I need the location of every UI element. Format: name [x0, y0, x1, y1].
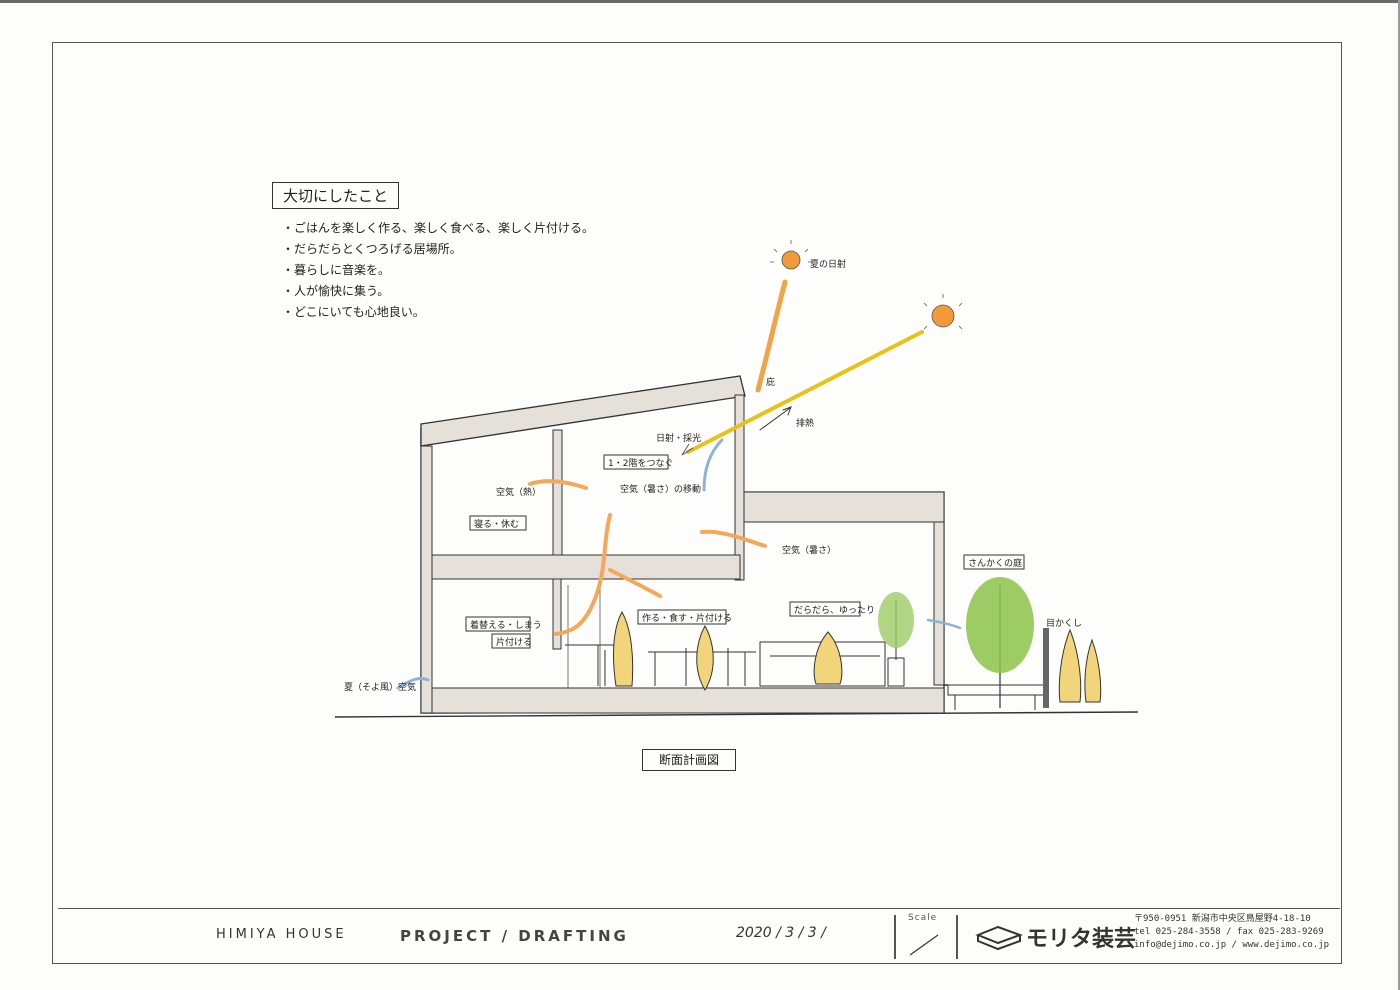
right-wall [933, 521, 945, 686]
sheet-top-edge [0, 0, 1400, 3]
concept-list: ごはんを楽しく作る、楽しく食べる、楽しく片付ける。 だらだらとくつろげる居場所。… [294, 218, 594, 323]
garden-bench [947, 684, 1045, 696]
upper-right-wall [734, 394, 745, 581]
label-relax: だらだら、ゆったり [794, 605, 875, 616]
divider [956, 915, 958, 959]
air-flow [396, 406, 962, 690]
sheet-right-edge [1398, 0, 1400, 990]
scale-label: Scale [908, 913, 938, 923]
second-floor-slab [431, 554, 741, 580]
screen-fence [1043, 628, 1049, 708]
label-exhaust: 排熱 [796, 417, 814, 429]
label-screen: 目かくし [1046, 618, 1082, 629]
drawing-frame [52, 42, 1342, 964]
people [613, 610, 1102, 703]
label-garden: さんかくの庭 [968, 557, 1022, 569]
label-stair-open: 1・2階をつなぐ [608, 458, 673, 469]
concept-item: 人が愉快に集う。 [294, 281, 594, 302]
concept-item: だらだらとくつろげる居場所。 [294, 239, 594, 260]
phone-line: tel 025-284-3558 / fax 025-283-9269 [1134, 927, 1324, 937]
label-eave: 庇 [766, 376, 775, 388]
upper-partition [552, 429, 563, 556]
label-sleep: 寝る・休む [474, 518, 519, 530]
tree-icon [966, 577, 1034, 673]
stair-lines [567, 585, 601, 688]
scale-slash-icon [909, 934, 939, 956]
suns [770, 240, 963, 330]
main-building [420, 375, 948, 714]
label-winter-sun: 日射・採光 [656, 432, 701, 444]
drawing-date: 2020 / 3 / 3 / [736, 925, 826, 941]
winter-sun-ray [686, 330, 924, 454]
concept-item: どこにいても心地良い。 [294, 302, 594, 323]
label-air-flow: 空気（暑さ）の移動 [620, 483, 701, 495]
section-title: 断面計画図 [642, 749, 736, 771]
sloped-roof [420, 375, 746, 447]
flat-roof [743, 491, 945, 523]
brand-name: モリタ装芸 [1026, 927, 1137, 952]
concept-title: 大切にしたこと [272, 182, 400, 209]
address-line: 〒950-0951 新潟市中央区鳥屋野4-18-10 [1134, 914, 1311, 924]
winter-sun-icon [931, 304, 955, 328]
label-air-top: 空気（熱） [496, 486, 541, 498]
company-address: 〒950-0951 新潟市中央区鳥屋野4-18-10 tel 025-284-3… [1134, 913, 1329, 952]
label-summer-breeze: 夏（そよ風）空気 [344, 681, 416, 693]
label-get-dressed: 着替える・しまう [470, 619, 542, 631]
summer-sun-ray [755, 279, 788, 393]
person-figure [1058, 628, 1082, 703]
concept-item: 暮らしに音楽を。 [294, 260, 594, 281]
title-block: HIMIYA HOUSE PROJECT / DRAFTING 2020 / 3… [58, 908, 1340, 965]
project-name: HIMIYA HOUSE [216, 927, 347, 942]
divider [894, 915, 896, 959]
ground-slab [431, 687, 945, 714]
left-wall [420, 445, 433, 714]
ray-arrowhead [681, 443, 694, 456]
plants [878, 577, 1049, 710]
person-figure [696, 624, 714, 691]
drafting-label: PROJECT / DRAFTING [400, 927, 629, 945]
label-tidy: 片付ける [496, 636, 532, 648]
concept-item: ごはんを楽しく作る、楽しく食べる、楽しく片付ける。 [294, 218, 594, 239]
planter [887, 657, 905, 687]
tree-icon [878, 592, 914, 648]
web-line: info@dejimo.co.jp / www.dejimo.co.jp [1134, 940, 1330, 950]
ground-line [334, 711, 1139, 718]
lower-partition [552, 578, 562, 650]
person-figure [813, 631, 843, 685]
label-cook: 作る・食す・片付ける [642, 612, 732, 624]
brand-logo-icon [975, 925, 1023, 951]
summer-sun-icon [781, 250, 801, 270]
drawing-labels: 夏の日射 庇 排熱 日射・採光 1・2階をつなぐ 空気（熱） 空気（暑さ）の移動… [344, 258, 1082, 693]
label-air-out: 空気（暑さ） [782, 544, 836, 556]
person-figure [613, 610, 634, 687]
person-figure [1084, 638, 1102, 703]
label-summer-sun: 夏の日射 [810, 258, 846, 270]
